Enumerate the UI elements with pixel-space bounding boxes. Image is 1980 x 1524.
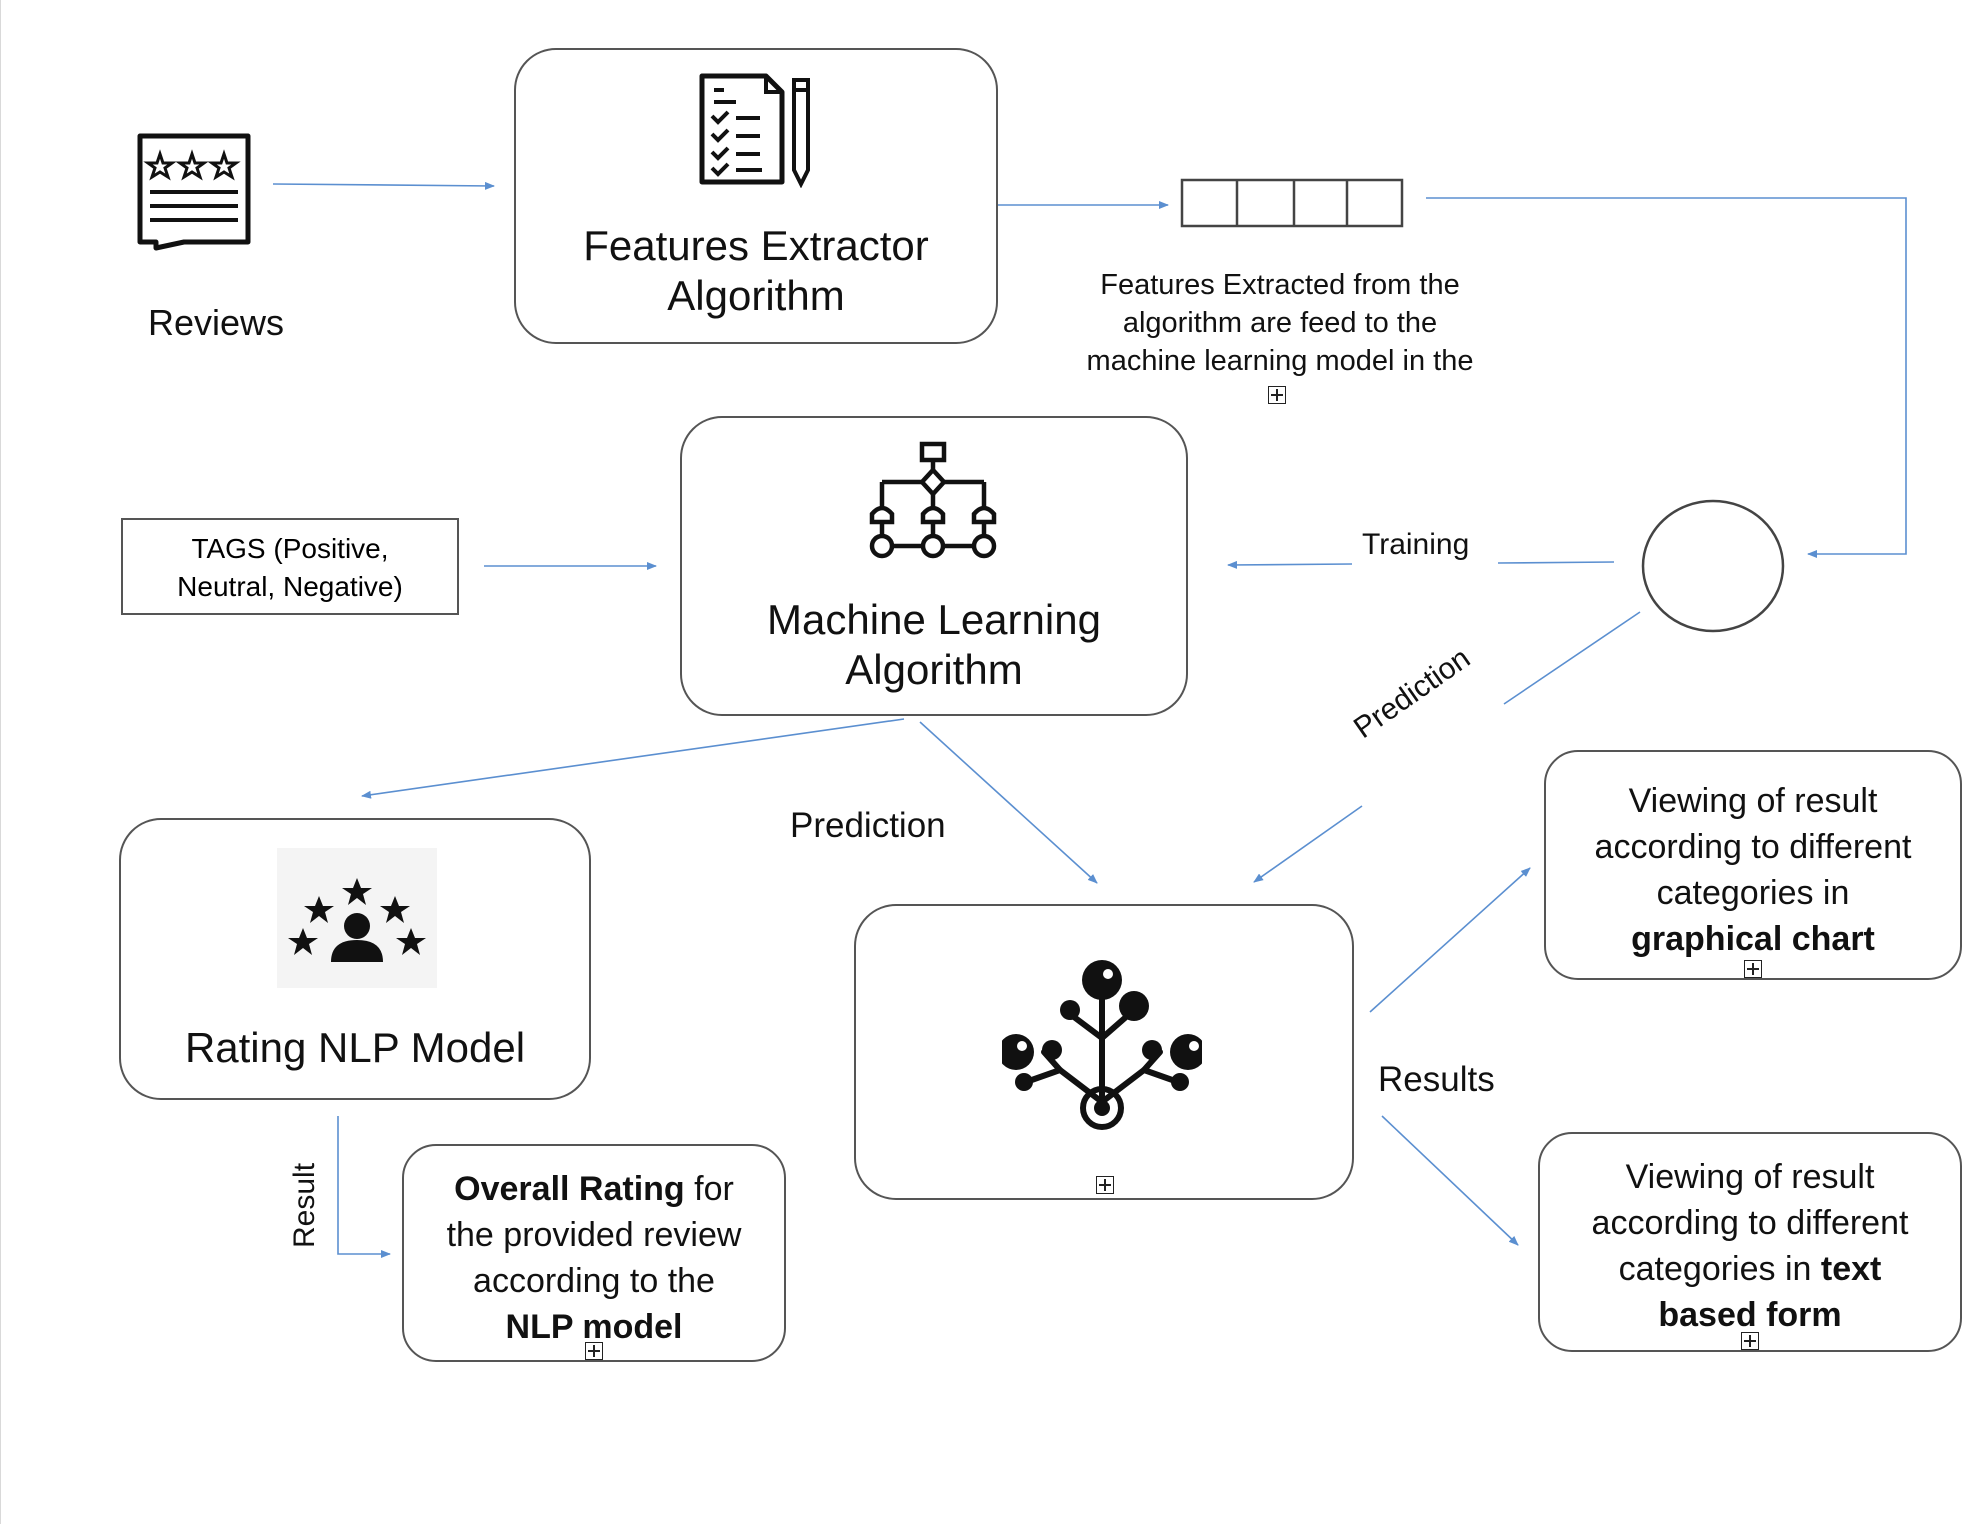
result-label: Result xyxy=(288,1162,321,1248)
edge-training-right xyxy=(1497,561,1615,564)
edge-rating-to-overall xyxy=(337,1116,391,1258)
model-circle[interactable] xyxy=(1640,498,1786,634)
features-extractor-node[interactable]: Features Extractor Algorithm xyxy=(514,48,998,344)
text-view-line-4: based form xyxy=(1540,1292,1960,1338)
ml-algorithm-label-2: Algorithm xyxy=(845,646,1023,693)
network-tree-icon xyxy=(1002,960,1202,1130)
overall-rating-line-1: Overall Rating for xyxy=(404,1166,784,1212)
overall-rating-line-2: the provided review xyxy=(446,1216,742,1254)
graph-view-note[interactable]: Viewing of result according to different… xyxy=(1544,750,1962,980)
tags-line-2: Neutral, Negative) xyxy=(177,571,403,602)
review-stars-icon xyxy=(137,133,251,251)
overall-rating-for: for xyxy=(684,1170,734,1208)
overall-rating-line-3: according to the xyxy=(473,1262,715,1300)
text-view-expand-icon[interactable] xyxy=(1741,1332,1759,1350)
features-extractor-label-1: Features Extractor xyxy=(583,222,929,269)
graph-view-line-4: graphical chart xyxy=(1546,916,1960,962)
text-view-line-2: according to different xyxy=(1591,1204,1909,1242)
tags-box: TAGS (Positive, Neutral, Negative) xyxy=(121,518,459,615)
overall-rating-expand-icon[interactable] xyxy=(585,1342,603,1360)
rating-stars-person-icon xyxy=(277,848,437,988)
ml-algorithm-node[interactable]: Machine Learning Algorithm xyxy=(680,416,1188,716)
tags-line-1: TAGS (Positive, xyxy=(191,533,389,564)
text-view-line-3: categories in text xyxy=(1540,1246,1960,1292)
features-caption-line-2: algorithm are feed to the xyxy=(1122,307,1438,339)
features-caption-expand-icon[interactable] xyxy=(1268,386,1286,404)
edge-model-prediction-upper xyxy=(1503,611,1641,705)
ml-algorithm-label-1: Machine Learning xyxy=(767,596,1101,643)
flowchart-icon xyxy=(869,441,997,559)
edge-engine-to-text xyxy=(1381,1115,1519,1246)
features-caption-line-1: Features Extracted from the xyxy=(1100,269,1460,301)
graph-view-expand-icon[interactable] xyxy=(1744,960,1762,978)
edge-reviews-to-extractor xyxy=(272,181,495,190)
rating-nlp-node[interactable]: Rating NLP Model xyxy=(119,818,591,1100)
results-label: Results xyxy=(1378,1060,1495,1099)
graph-view-line-1: Viewing of result xyxy=(1628,782,1878,820)
prediction-engine-node[interactable] xyxy=(854,904,1354,1200)
page-left-edge xyxy=(0,0,1,1524)
edge-engine-to-graph xyxy=(1369,867,1531,1013)
overall-rating-line-4: NLP model xyxy=(404,1304,784,1350)
graph-view-line-3: categories in xyxy=(1656,874,1850,912)
checklist-icon xyxy=(699,73,810,188)
edge-ml-to-rating xyxy=(361,718,905,799)
graph-view-line-2: according to different xyxy=(1594,828,1912,866)
prediction-engine-expand-icon[interactable] xyxy=(1096,1176,1114,1194)
edge-ml-to-engine xyxy=(919,721,1098,884)
features-extractor-label-2: Algorithm xyxy=(667,272,845,319)
nlp-model-bold: NLP model xyxy=(505,1308,683,1346)
edge-training-left xyxy=(1227,560,1353,569)
reviews-label: Reviews xyxy=(148,302,285,343)
text-view-line-1: Viewing of result xyxy=(1625,1158,1875,1196)
text-bold: text xyxy=(1820,1250,1882,1288)
training-label: Training xyxy=(1362,528,1470,561)
text-view-line-3-text: categories in xyxy=(1618,1250,1821,1288)
overall-rating-bold: Overall Rating xyxy=(454,1170,685,1208)
features-caption-line-3: machine learning model in the xyxy=(1086,345,1474,377)
feature-vector xyxy=(1180,178,1404,228)
features-caption: Features Extracted from the algorithm ar… xyxy=(1060,266,1500,380)
based-form-bold: based form xyxy=(1658,1296,1842,1334)
edge-model-prediction-lower xyxy=(1253,805,1363,883)
graphical-chart-bold: graphical chart xyxy=(1631,920,1875,958)
rating-nlp-label: Rating NLP Model xyxy=(184,1024,526,1071)
prediction-label: Prediction xyxy=(790,806,946,845)
text-view-note[interactable]: Viewing of result according to different… xyxy=(1538,1132,1962,1352)
edge-vector-to-model xyxy=(1426,197,1907,558)
overall-rating-note[interactable]: Overall Rating for the provided review a… xyxy=(402,1144,786,1362)
